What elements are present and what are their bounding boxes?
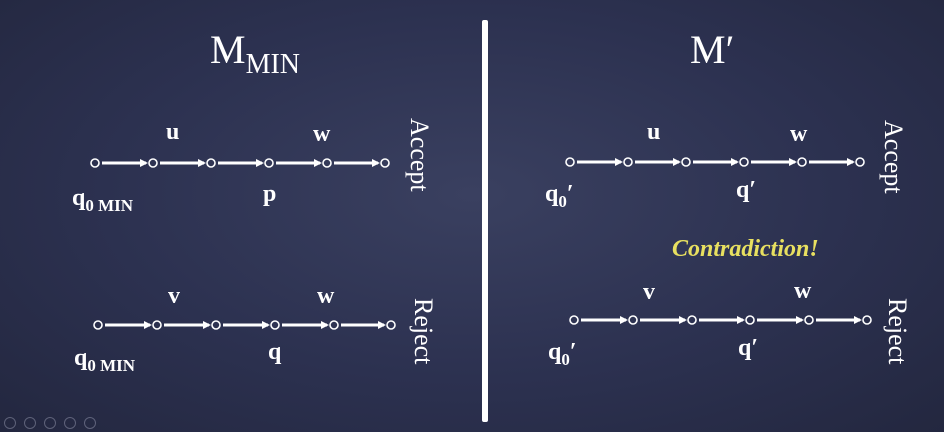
left-reject-outcome: Reject	[409, 298, 438, 365]
left-reject-start-sub: 0 MIN	[87, 356, 136, 375]
right-reject-start-prime: ′	[569, 339, 577, 365]
left-reject-state-0	[93, 320, 103, 330]
left-reject-state-2	[211, 320, 221, 330]
right-reject-state-3	[745, 315, 755, 325]
menu-icon[interactable]	[64, 417, 76, 429]
left-accept-state-5	[380, 158, 390, 168]
right-accept-state-5	[855, 157, 865, 167]
right-reject-state-4	[804, 315, 814, 325]
left-reject-state-4	[329, 320, 339, 330]
right-reject-state-2	[687, 315, 697, 325]
left-accept-start-sub: 0 MIN	[85, 196, 134, 215]
right-reject-start-state: q0′	[548, 340, 577, 368]
right-reject-start-main: q	[548, 339, 562, 365]
left-accept-mid-state: p	[263, 181, 277, 207]
left-accept-state-3	[264, 158, 274, 168]
zoom-icon[interactable]	[44, 417, 56, 429]
left-reject-label-v: v	[168, 283, 180, 309]
right-reject-mid-state: q′	[738, 335, 759, 361]
right-reject-outcome: Reject	[883, 298, 912, 365]
panel-divider	[482, 20, 488, 422]
right-accept-start-state: q0′	[545, 182, 574, 210]
left-accept-state-0	[90, 158, 100, 168]
edit-icon[interactable]	[4, 417, 16, 429]
right-accept-state-4	[797, 157, 807, 167]
left-reject-start-state: q0 MIN	[74, 346, 135, 374]
right-reject-label-w: w	[794, 278, 812, 304]
right-accept-state-1	[623, 157, 633, 167]
left-accept-label-u: u	[166, 119, 180, 145]
left-title-sub: MIN	[245, 49, 301, 80]
left-reject-state-3	[270, 320, 280, 330]
right-reject-state-1	[628, 315, 638, 325]
left-accept-state-2	[206, 158, 216, 168]
presenter-toolbar	[4, 417, 96, 429]
left-title: MMIN	[210, 30, 300, 79]
left-reject-state-5	[386, 320, 396, 330]
right-accept-state-2	[681, 157, 691, 167]
left-reject-start-main: q	[74, 345, 88, 371]
contradiction-annotation: Contradiction!	[672, 236, 819, 262]
left-accept-start-state: q0 MIN	[72, 186, 133, 214]
more-icon[interactable]	[84, 417, 96, 429]
right-accept-label-u: u	[647, 119, 661, 145]
right-accept-state-0	[565, 157, 575, 167]
right-accept-mid-state: q′	[736, 177, 757, 203]
left-accept-start-main: q	[72, 185, 86, 211]
left-title-main: M	[210, 27, 246, 72]
left-accept-outcome: Accept	[405, 118, 434, 192]
right-accept-start-prime: ′	[566, 181, 574, 207]
right-reject-state-0	[569, 315, 579, 325]
left-accept-label-w: w	[313, 121, 331, 147]
right-reject-label-v: v	[643, 279, 655, 305]
left-accept-state-1	[148, 158, 158, 168]
right-title: M′	[690, 27, 735, 72]
slide-icon[interactable]	[24, 417, 36, 429]
left-reject-mid-state: q	[268, 339, 282, 365]
left-accept-state-4	[322, 158, 332, 168]
left-reject-label-w: w	[317, 283, 335, 309]
left-reject-state-1	[152, 320, 162, 330]
right-accept-state-3	[739, 157, 749, 167]
right-accept-label-w: w	[790, 121, 808, 147]
right-reject-state-5	[862, 315, 872, 325]
right-accept-start-main: q	[545, 181, 559, 207]
right-reject-start-sub: 0	[561, 350, 570, 369]
right-accept-start-sub: 0	[558, 192, 567, 211]
right-accept-outcome: Accept	[879, 120, 908, 194]
